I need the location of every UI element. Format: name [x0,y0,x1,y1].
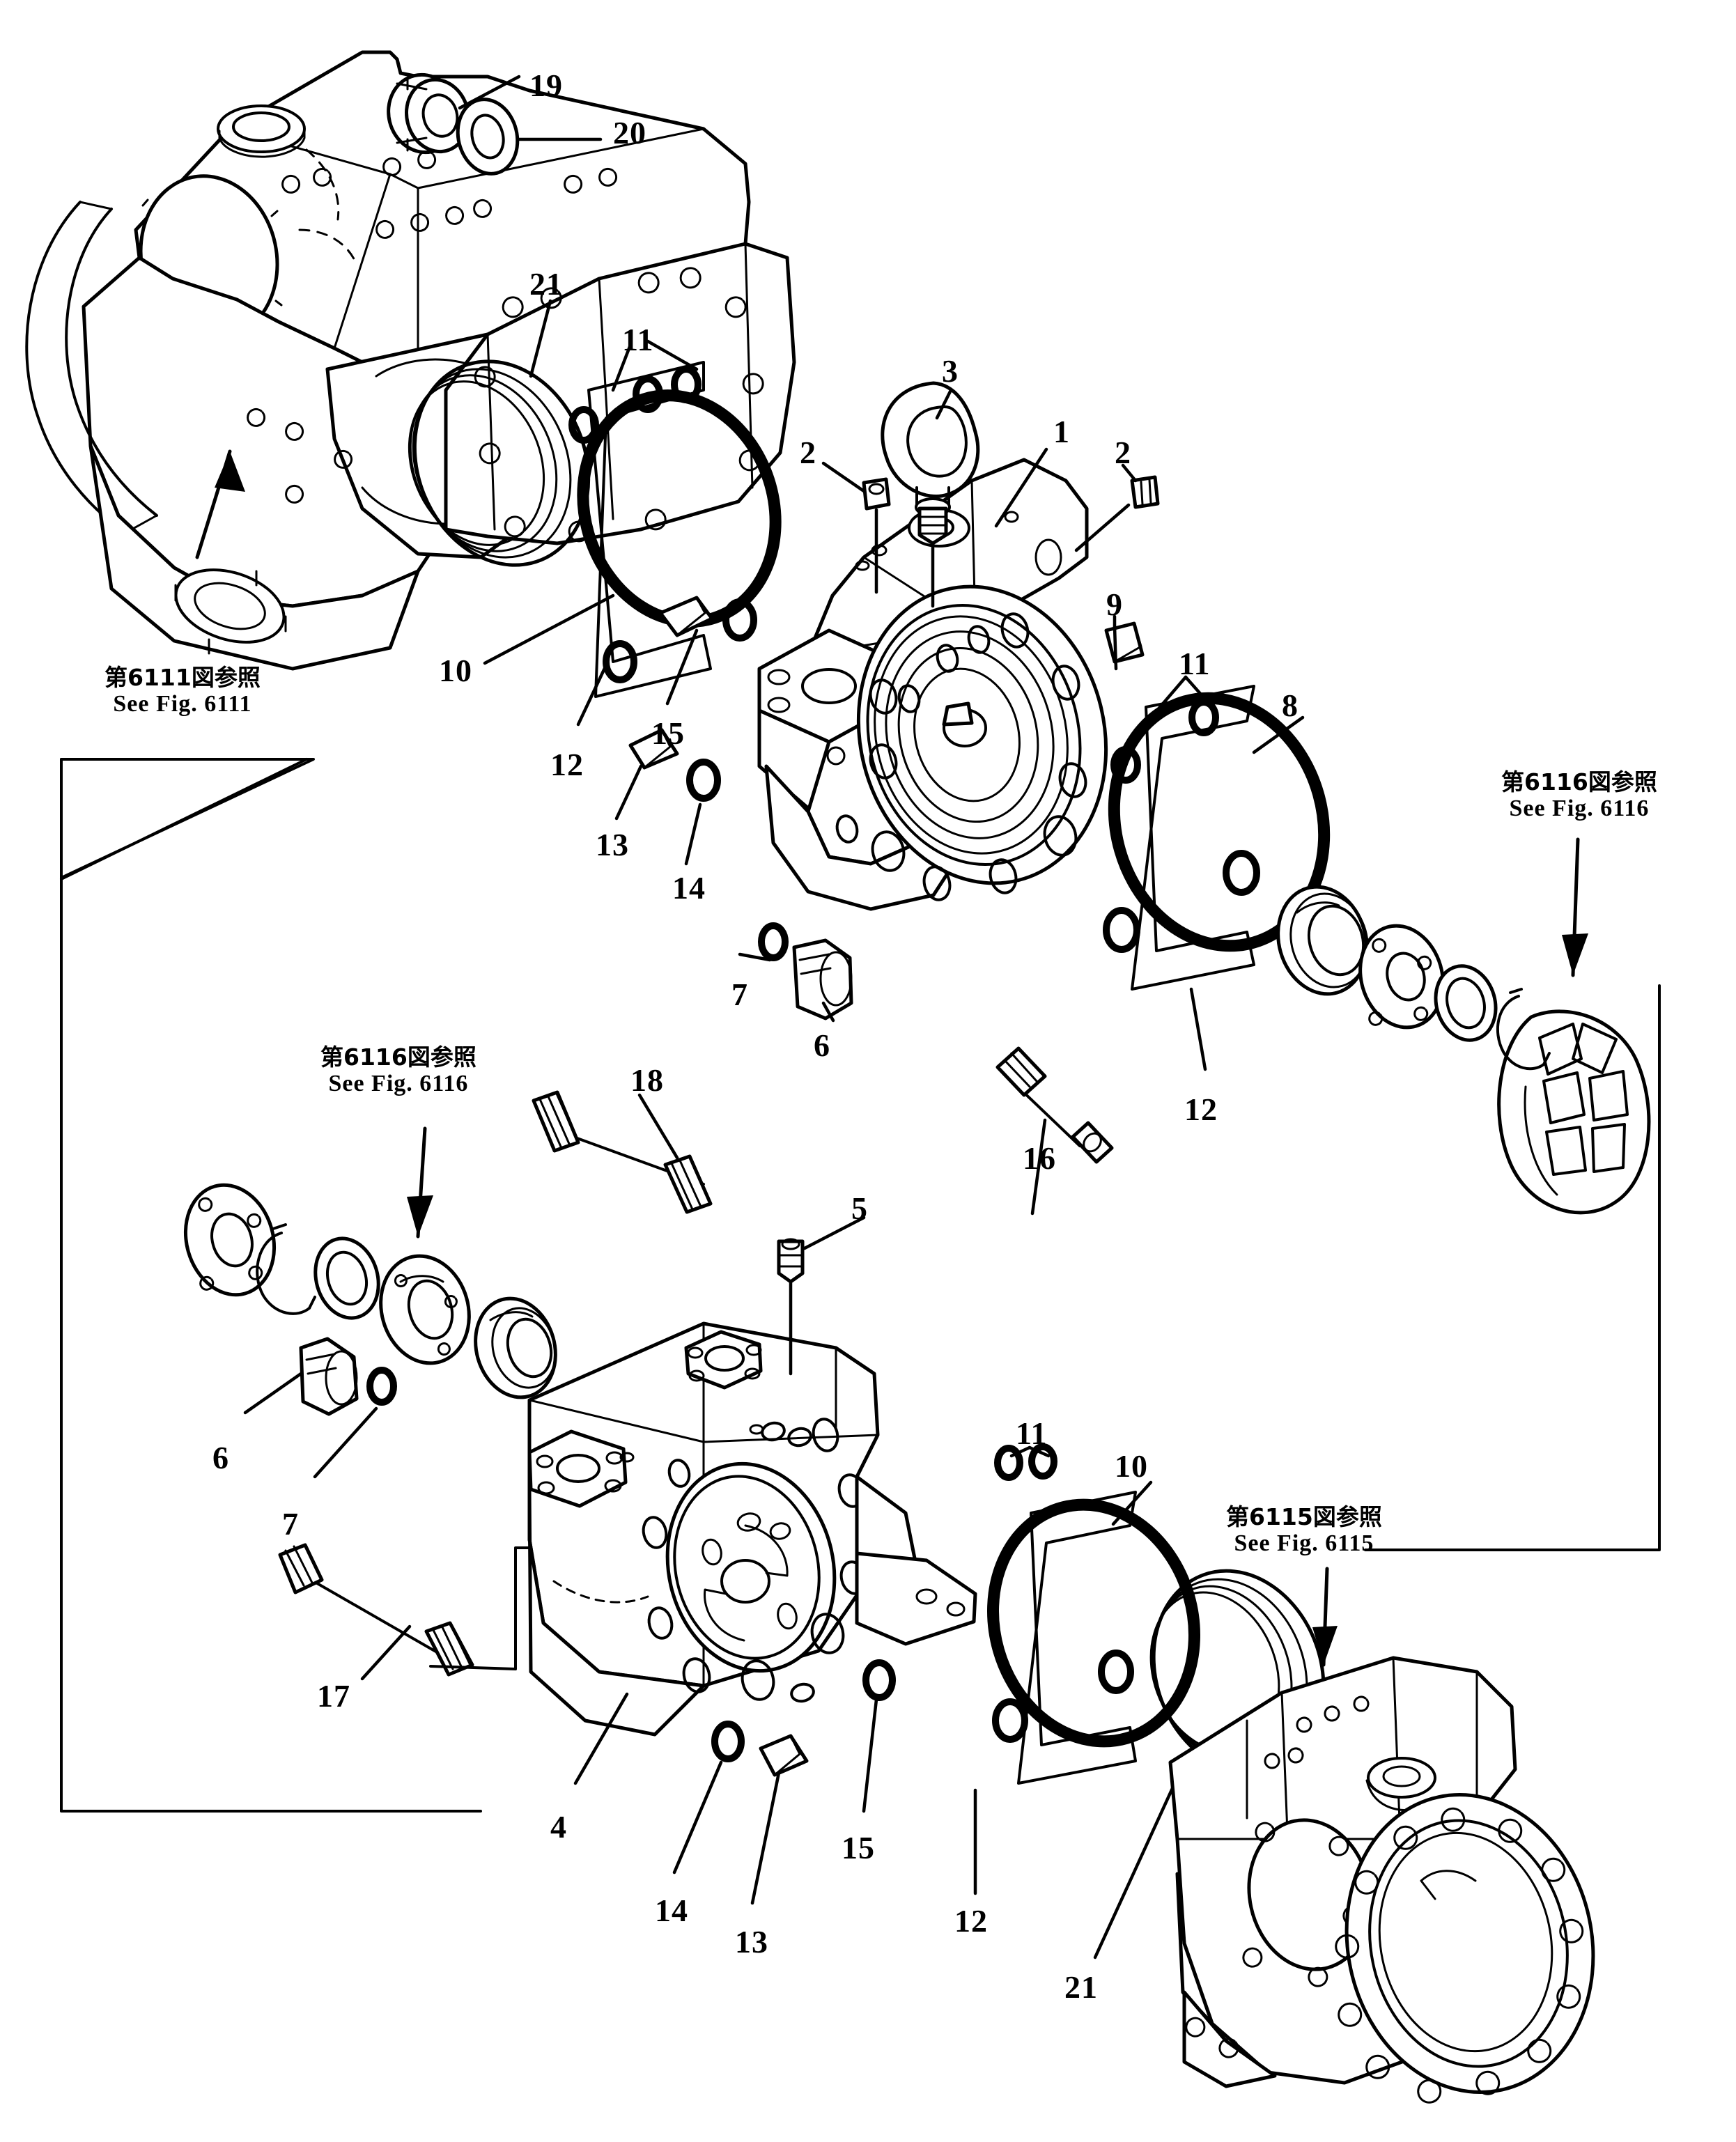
callout-15-low: 15 [842,1830,875,1865]
callout-11-top: 11 [622,322,654,357]
oring-10-upper [577,389,782,628]
plug-6-middle [792,938,853,1020]
bearing-coupling-stack-left [183,1183,557,1399]
callout-13-top: 13 [596,827,629,862]
pump-housing-upper-center [757,458,1108,911]
oil-seal-21-top [408,359,591,567]
callout-14-low: 14 [655,1893,688,1928]
callout-2-right: 2 [1115,435,1131,470]
pump-housing-lower-right-assembly [1168,1656,1595,2104]
callout-8: 8 [1282,688,1299,723]
stud-18 [532,1090,713,1214]
pin-13-lower [759,1734,809,1777]
bolt-16 [995,1046,1114,1216]
callout-13-low: 13 [735,1924,768,1959]
callout-19: 19 [529,68,563,103]
callout-10-low: 10 [1115,1448,1148,1484]
oring-11-right [1103,699,1260,953]
plug-6-lower [299,1337,359,1416]
spline-coupling-right [1497,1009,1651,1215]
callout-6-low: 6 [212,1440,229,1475]
eye-bolt-3 [881,381,980,608]
callout-1: 1 [1053,414,1070,449]
nut-and-washer-19-20 [387,72,520,176]
figure-reference-6111-jp: 第6111図参照 [104,664,261,691]
figure-reference-6115-en: See Fig. 6115 [1234,1530,1374,1556]
bolt-17 [278,1543,474,1681]
callout-3: 3 [942,353,959,389]
callout-12-right: 12 [1184,1092,1218,1127]
oring-11-upper [568,366,757,683]
callout-7-mid: 7 [731,977,748,1012]
callout-15-top: 15 [651,715,685,751]
plug-2-left [862,477,891,594]
plug-2-right [1130,475,1160,509]
callout-16: 16 [1023,1140,1056,1176]
figure-reference-6116-left-jp: 第6116図参照 [320,1043,476,1071]
figure-reference-6116-right: 第6116図参照 See Fig. 6116 [1501,768,1657,822]
figure-reference-6116-left: 第6116図参照 See Fig. 6116 [320,1043,476,1097]
oring-11-lower [992,1443,1134,1743]
pump-housing-upper-left-assembly [25,50,796,671]
figure-reference-6111: 第6111図参照 See Fig. 6111 [104,665,261,717]
callout-6-mid: 6 [814,1027,830,1063]
callout-21-top: 21 [529,266,563,302]
callout-18: 18 [630,1062,664,1098]
callout-14-top: 14 [672,870,706,906]
pump-housing-lower-center [527,1321,977,1737]
callout-4: 4 [550,1809,567,1845]
pin-9 [1104,621,1145,664]
oring-8 [1108,692,1331,952]
figure-reference-6116-left-en: See Fig. 6116 [328,1070,469,1096]
figure-reference-6116-right-en: See Fig. 6116 [1509,795,1650,821]
figure-reference-6115-jp: 第6115図参照 [1226,1503,1382,1530]
callout-12-low: 12 [954,1903,988,1939]
set-screw-5 [777,1238,805,1376]
callout-11-low: 11 [1016,1415,1048,1451]
callout-17: 17 [317,1678,350,1714]
bearing-coupling-stack-right [1276,885,1551,1071]
pin-15-upper [658,596,714,637]
callout-11-mid: 11 [1179,646,1211,681]
figure-reference-6111-en: See Fig. 6111 [113,690,252,717]
oring-10-lower [987,1498,1200,1748]
callout-12-left: 12 [550,747,584,782]
callout-5: 5 [851,1190,868,1226]
pin-13-upper [628,728,679,770]
callout-10-top: 10 [439,653,472,688]
callout-20: 20 [613,115,646,150]
figure-reference-6116-right-jp: 第6116図参照 [1501,768,1657,796]
callout-21-low: 21 [1064,1969,1098,2005]
callout-2-left: 2 [800,435,816,470]
gasket-12-right [1131,685,1255,991]
gasket-12-upper-left [587,361,712,698]
figure-reference-6115: 第6115図参照 See Fig. 6115 [1226,1503,1382,1557]
callout-7-low: 7 [282,1506,299,1542]
callout-9: 9 [1106,587,1123,622]
